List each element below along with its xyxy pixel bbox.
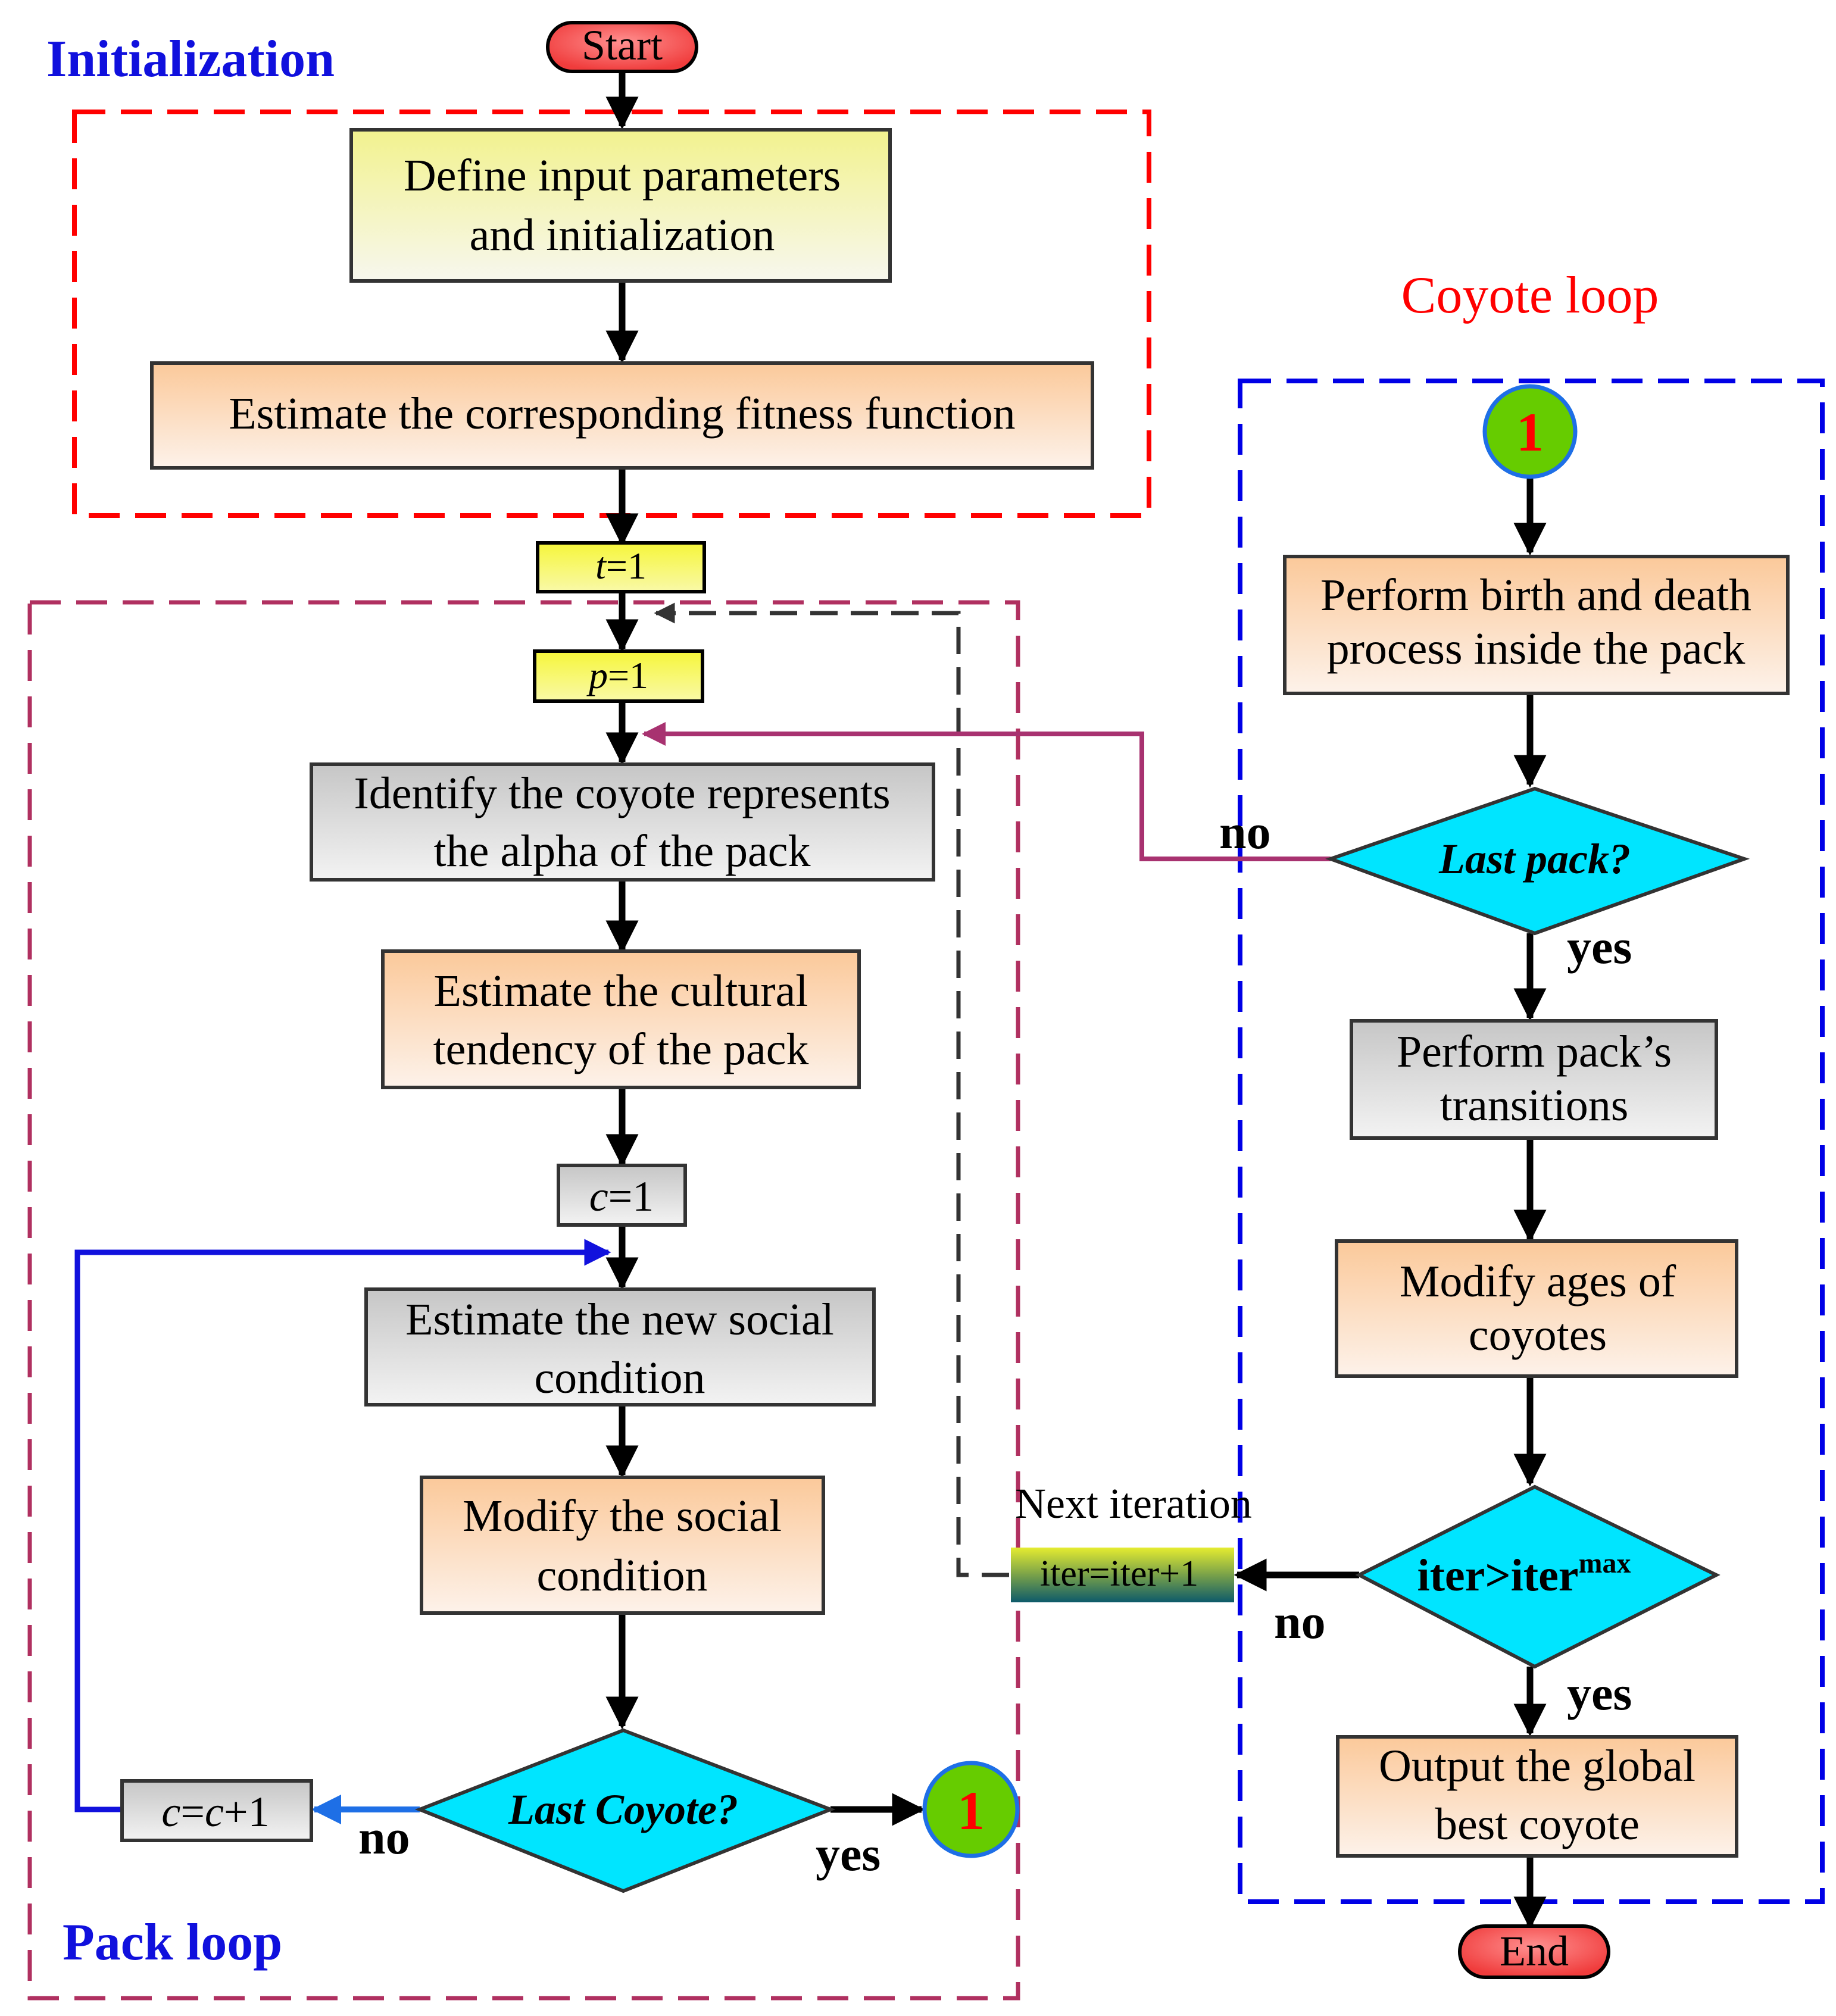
ages-line1: Modify ages of — [1400, 1257, 1676, 1307]
p-init-box: p=1 — [533, 649, 704, 703]
identify-line2: the alpha of the pack — [433, 826, 810, 876]
c-increment-loop — [74, 1239, 611, 1812]
define-line1: Define input parameters — [404, 151, 841, 201]
estimate-fitness-box: Estimate the corresponding fitness funct… — [150, 361, 1094, 470]
end-terminal: End — [1458, 1924, 1610, 1979]
iter-max-main: iter>iter — [1417, 1551, 1578, 1601]
t-assign: =1 — [606, 545, 647, 587]
iter-increment-label: iter=iter+1 — [1040, 1554, 1198, 1594]
transitions-line2: transitions — [1440, 1080, 1629, 1130]
last-coyote-decision: Last Coyote? — [414, 1728, 836, 1893]
modify-ages-box: Modify ages of coyotes — [1335, 1239, 1738, 1378]
start-label: Start — [582, 21, 663, 69]
output-line2: best coyote — [1435, 1799, 1640, 1849]
c-variable: c — [589, 1173, 608, 1220]
no-label-lastpack: no — [1219, 805, 1271, 859]
pack-loop-title: Pack loop — [63, 1914, 282, 1971]
last-pack-decision: Last pack? — [1325, 786, 1750, 936]
p-assign: =1 — [608, 654, 648, 696]
last-pack-label: Last pack? — [1438, 835, 1631, 883]
svg-text:t=1: t=1 — [595, 545, 647, 587]
output-best-box: Output the global best coyote — [1336, 1735, 1738, 1858]
t-variable: t — [595, 545, 607, 587]
new-social-condition-box: Estimate the new social condition — [364, 1287, 876, 1406]
c-inc-var2: c — [205, 1788, 224, 1836]
c-inc-rest: +1 — [224, 1788, 270, 1836]
c-increment-box: c=c+1 — [120, 1779, 313, 1842]
modify-social-line2: condition — [536, 1551, 707, 1601]
output-line1: Output the global — [1379, 1741, 1696, 1791]
svg-text:p=1: p=1 — [586, 654, 648, 696]
iter-max-label: iter>itermax — [1417, 1548, 1631, 1601]
estimate-fitness-label: Estimate the corresponding fitness funct… — [229, 389, 1015, 439]
yes-label-lastcoyote: yes — [816, 1827, 880, 1881]
c-inc-var1: c — [161, 1788, 180, 1836]
social-line2: condition — [534, 1353, 705, 1403]
define-parameters-box: Define input parameters and initializati… — [349, 128, 892, 283]
modify-social-line1: Modify the social — [463, 1491, 782, 1541]
yes-label-lastpack: yes — [1567, 920, 1632, 974]
lastpack-no-loop — [642, 722, 1331, 861]
iter-max-superscript: max — [1579, 1548, 1631, 1579]
c-assign: =1 — [608, 1173, 654, 1220]
social-line1: Estimate the new social — [405, 1295, 834, 1345]
cultural-line2: tendency of the pack — [433, 1024, 809, 1074]
svg-text:c=c+1: c=c+1 — [161, 1788, 269, 1836]
start-terminal: Start — [546, 21, 698, 73]
pack-loop-frame — [27, 600, 1020, 2001]
cultural-tendency-box: Estimate the cultural tendency of the pa… — [381, 949, 861, 1089]
iter-increment-box: iter=iter+1 — [1011, 1548, 1234, 1602]
svg-text:c=1: c=1 — [589, 1173, 654, 1220]
next-iteration-loop — [654, 602, 1009, 1577]
define-line2: and initialization — [470, 210, 775, 260]
connector-top-label: 1 — [1516, 402, 1544, 462]
birth-line1: Perform birth and death — [1320, 570, 1751, 620]
no-label-iter: no — [1274, 1595, 1326, 1649]
birth-death-box: Perform birth and death process inside t… — [1283, 555, 1790, 695]
next-iteration-label: Next iteration — [1015, 1480, 1252, 1527]
ages-line2: coyotes — [1469, 1310, 1607, 1360]
c-init-box: c=1 — [557, 1164, 687, 1227]
coyote-loop-title: Coyote loop — [1401, 267, 1659, 324]
birth-line2: process inside the pack — [1327, 624, 1746, 674]
p-variable: p — [586, 654, 608, 696]
connector-bottom: 1 — [922, 1761, 1020, 1858]
pack-transitions-box: Perform pack’s transitions — [1350, 1019, 1718, 1140]
initialization-title: Initialization — [46, 30, 335, 88]
iter-max-decision: iter>itermax — [1355, 1484, 1721, 1669]
last-coyote-label: Last Coyote? — [508, 1786, 738, 1833]
yes-label-iter: yes — [1567, 1666, 1632, 1720]
main-flow-arrows — [605, 70, 1547, 1930]
c-inc-eq: = — [180, 1788, 205, 1836]
connector-top: 1 — [1482, 384, 1578, 479]
connector-bottom-label: 1 — [957, 1780, 985, 1841]
transitions-line1: Perform pack’s — [1397, 1027, 1672, 1077]
identify-alpha-box: Identify the coyote represents the alpha… — [310, 762, 935, 882]
no-label-lastcoyote: no — [358, 1810, 410, 1864]
identify-line1: Identify the coyote represents — [354, 768, 890, 818]
cultural-line1: Estimate the cultural — [434, 966, 808, 1016]
end-label: End — [1500, 1927, 1569, 1975]
t-init-box: t=1 — [536, 541, 706, 593]
modify-social-condition-box: Modify the social condition — [420, 1476, 825, 1615]
